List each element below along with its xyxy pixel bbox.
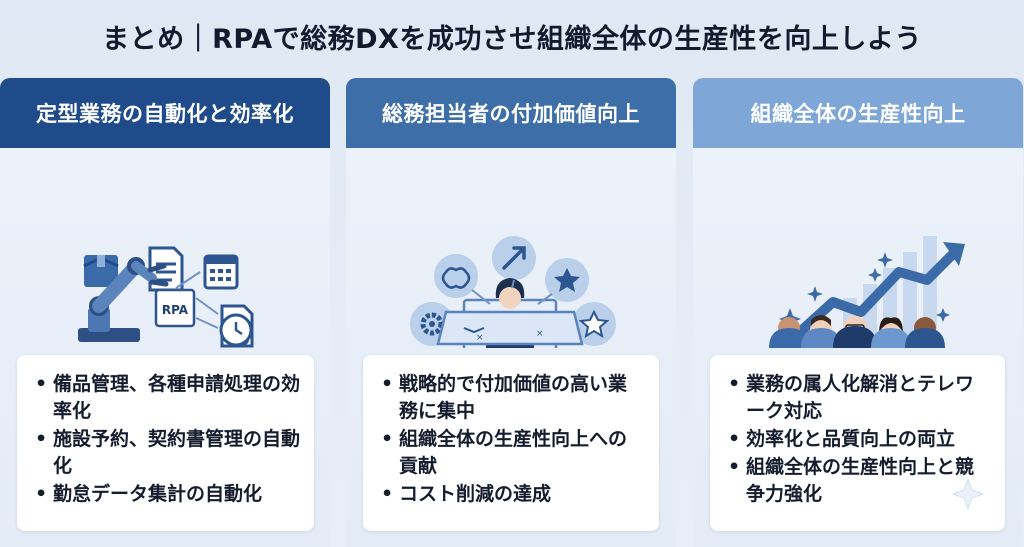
list-item: 勤怠データ集計の自動化 xyxy=(31,481,300,508)
panel-heading: 総務担当者の付加価値向上 xyxy=(346,78,676,148)
star-icon xyxy=(545,258,589,302)
list-item: 組織全体の生産性向上と競争力強化 xyxy=(724,454,991,508)
sparkle-icon xyxy=(951,477,985,511)
list-item: 備品管理、各種申請処理の効率化 xyxy=(31,371,300,425)
brain-icon xyxy=(434,254,478,298)
x-mark: × xyxy=(536,329,544,339)
list-item: 戦略的で付加価値の高い業務に集中 xyxy=(377,371,645,425)
page-title: まとめ｜RPAで総務DXを成功させ組織全体の生産性を向上しよう xyxy=(102,23,922,55)
list-item: コスト削減の達成 xyxy=(377,481,645,508)
panel-org-productivity: 組織全体の生産性向上 xyxy=(693,78,1023,547)
panel-automation: 定型業務の自動化と効率化 xyxy=(0,78,330,547)
star-outline-icon xyxy=(572,302,616,346)
rpa-robot-arm-illustration: RPA xyxy=(78,246,254,348)
list-item: 組織全体の生産性向上への貢献 xyxy=(377,426,645,480)
x-mark: × xyxy=(476,333,484,343)
points-box: 業務の属人化解消とテレワーク対応 効率化と品質向上の両立 組織全体の生産性向上と… xyxy=(710,355,1005,531)
person-icon xyxy=(769,317,809,348)
panel-heading: 組織全体の生産性向上 xyxy=(693,78,1023,148)
points-box: 備品管理、各種申請処理の効率化 施設予約、契約書管理の自動化 勤怠データ集計の自… xyxy=(17,355,314,531)
panel-heading: 定型業務の自動化と効率化 xyxy=(0,78,330,148)
rpa-card: RPA xyxy=(154,288,196,328)
clock-icon xyxy=(219,313,253,347)
points-box: 戦略的で付加価値の高い業務に集中 組織全体の生産性向上への貢献 コスト削減の達成 xyxy=(363,355,659,531)
list-item: 効率化と品質向上の両立 xyxy=(724,426,991,453)
arrow-up-right-icon xyxy=(492,236,536,280)
staff-illustration: × × xyxy=(410,236,616,348)
person-icon xyxy=(833,316,877,348)
connector-lines xyxy=(175,271,219,329)
strategy-board: × × xyxy=(436,310,584,346)
person-icon xyxy=(801,315,841,348)
robot-arm-icon xyxy=(78,257,169,342)
list-item: 施設予約、契約書管理の自動化 xyxy=(31,426,300,480)
person-icon xyxy=(905,317,945,348)
box-icon xyxy=(83,255,119,287)
team-growth-illustration xyxy=(769,236,965,348)
growth-arrow-icon xyxy=(787,242,965,344)
rpa-label: RPA xyxy=(162,303,189,317)
team-people-icon xyxy=(769,315,945,348)
calendar-icon xyxy=(203,254,239,290)
person-icon xyxy=(871,317,911,348)
connector-lines xyxy=(471,279,553,305)
list-item: 業務の属人化解消とテレワーク対応 xyxy=(724,371,991,425)
panel-staff-value: 総務担当者の付加価値向上 xyxy=(346,78,676,547)
